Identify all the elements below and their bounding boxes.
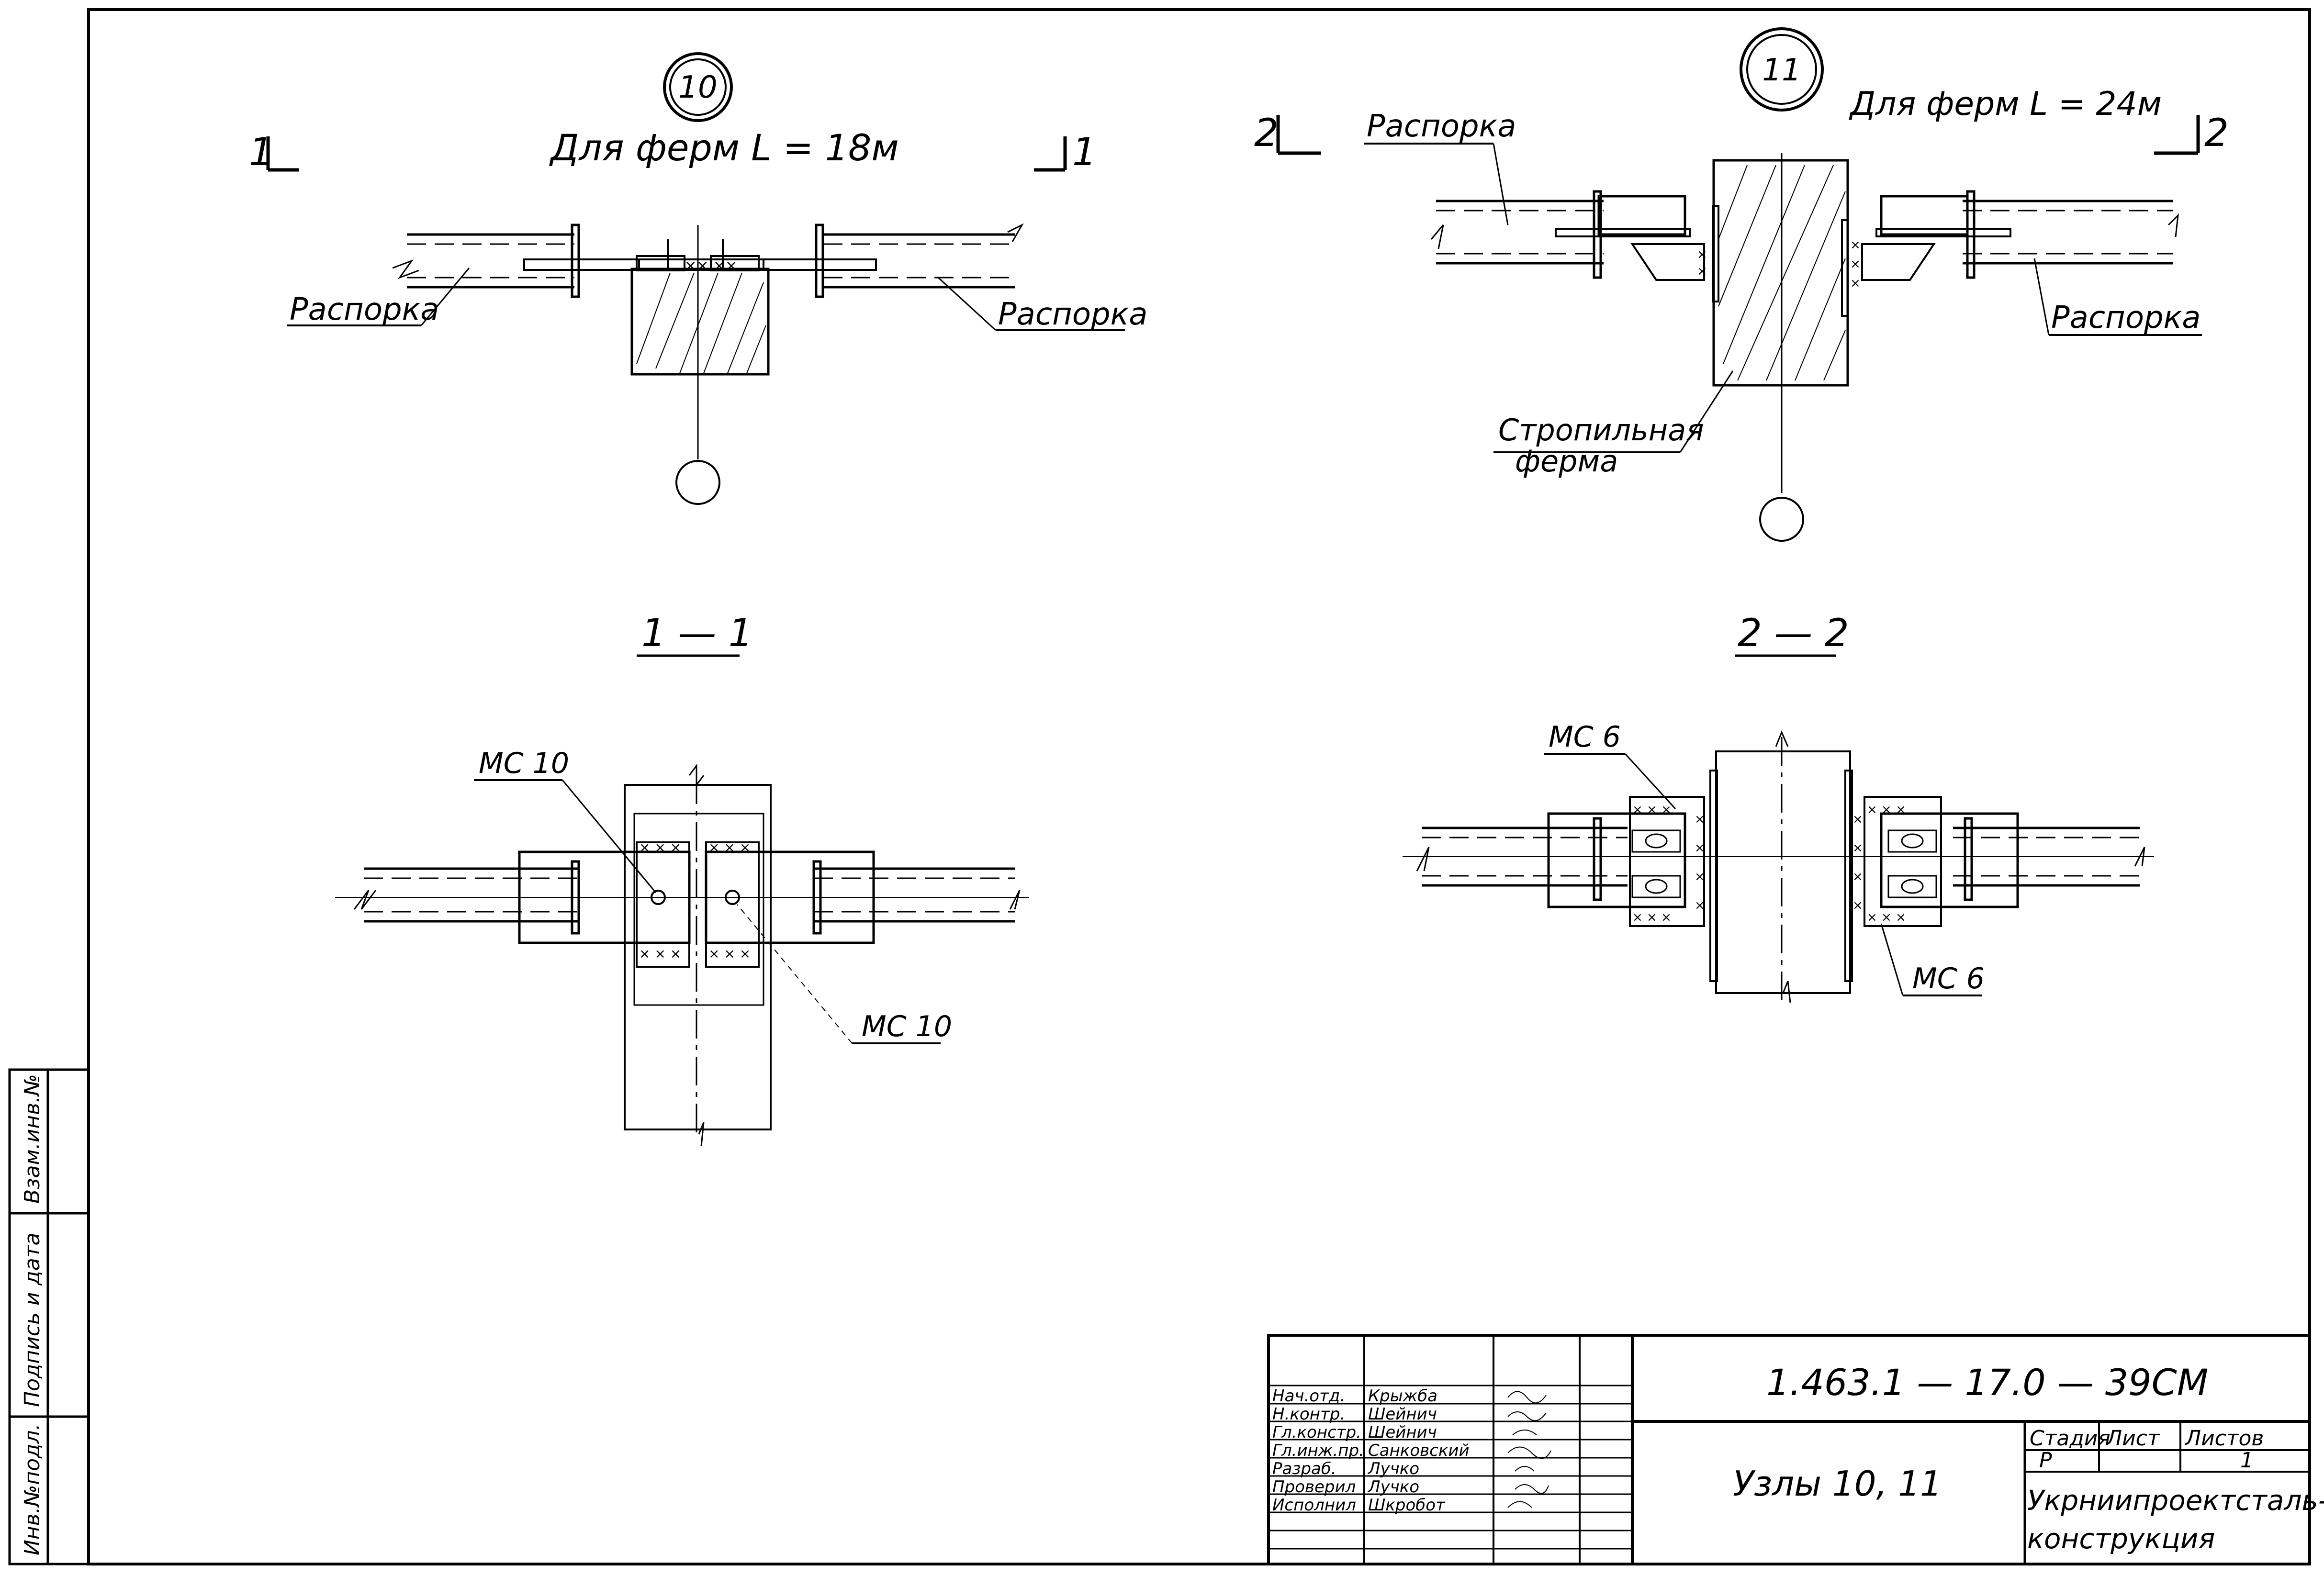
svg-text:× × ×: × × × [639,839,681,855]
section-1-1-title: 1 — 1 [641,611,753,655]
roles-0-role: Нач.отд. [1272,1386,1345,1406]
svg-text:×: × [1697,264,1707,279]
svg-text:×: × [1697,247,1707,262]
svg-text:×: × [1850,276,1861,291]
node-11-truss-label-line1: Стропильная [1498,413,1704,447]
section-2-2-plate-label-bottom: МС 6 [1912,962,1985,995]
node-10-strut-label-right: Распорка [998,297,1148,332]
organization-line2: конструкция [2027,1522,2215,1555]
side-stamp-replace: Взам.инв.№ [20,1074,45,1204]
node-10-elevation: 10 Для ферм L = 18м 1 1 [249,52,1148,505]
stage-value: Р [2039,1448,2052,1473]
svg-text:×: × [1850,238,1861,252]
roles-3-name: Санковский [1368,1441,1470,1460]
svg-text:× × ×: × × × [1867,803,1906,817]
roles-5-name: Лучко [1367,1477,1419,1497]
node-11-strut-label-right: Распорка [2051,300,2201,335]
roles-0-name: Крыжба [1368,1386,1437,1406]
node-10-strut-label-left: Распорка [290,292,439,327]
side-stamp-sign: Подпись и дата [20,1233,45,1407]
svg-text:××: ×× [685,257,708,274]
roles-6-role: Исполнил [1272,1496,1356,1515]
roles-2-name: Шейнич [1368,1423,1437,1442]
section-2-2: 2 — 2 × × × × × × × × × × × × × [1403,611,2154,1003]
sheet-frame [87,8,2311,1565]
node-11-section-mark-right: 2 [2204,111,2229,155]
svg-text:×: × [1695,841,1705,855]
svg-text:× × ×: × × × [1867,910,1906,925]
svg-text:×: × [1852,870,1863,884]
node-10-section-mark-right: 1 [1072,130,1097,174]
svg-text:××: ×× [713,257,737,274]
organization-line1: Укрниипроектсталь- [2027,1484,2324,1517]
side-stamp: Инв.№подл. Подпись и дата Взам.инв.№ [8,1068,90,1565]
sheets-value: 1 [2240,1448,2254,1473]
section-2-2-title: 2 — 2 [1738,611,1849,655]
node-11-elevation: 11 Для ферм L = 24м 2 2 × × × × × [1254,27,2229,542]
roles-5-role: Проверил [1272,1477,1356,1497]
section-2-2-plate-label-top: МС 6 [1549,720,1621,754]
section-1-1: 1 — 1 × × × × × × × × × × × × МС 10 [335,611,1029,1147]
roles-1-name: Шейнич [1368,1405,1437,1424]
svg-text:× × ×: × × × [708,839,751,855]
svg-text:× × ×: × × × [639,946,681,961]
sheets-header: Листов [2184,1426,2264,1451]
signature-marks [1507,1391,1551,1508]
svg-text:× × ×: × × × [1632,910,1672,925]
section-1-1-plate-label-bottom: МС 10 [862,1010,952,1043]
svg-text:×: × [1695,812,1705,827]
svg-text:×: × [1695,870,1705,884]
roles-3-role: Гл.инж.пр. [1272,1441,1364,1460]
roles-6-name: Шкробот [1368,1496,1446,1515]
roles-4-name: Лучко [1367,1459,1419,1478]
node-10-caption: Для ферм L = 18м [549,126,899,169]
sheet-title: Узлы 10, 11 [1733,1464,1942,1504]
document-code: 1.463.1 — 17.0 — 39СМ [1766,1361,2208,1404]
svg-text:× × ×: × × × [1632,803,1672,817]
node-11-section-mark-left: 2 [1254,111,1279,155]
svg-text:× × ×: × × × [708,946,751,961]
node-10-number: 10 [678,70,717,105]
node-11-marker [1740,27,1824,112]
svg-text:×: × [1852,812,1863,827]
node-11-strut-label-left: Распорка [1367,109,1516,144]
svg-text:×: × [1852,898,1863,913]
node-11-number: 11 [1762,53,1801,88]
side-stamp-inv: Инв.№подл. [20,1423,45,1555]
roles-4-role: Разраб. [1272,1459,1336,1478]
sheet-header: Лист [2105,1426,2160,1451]
roles-2-role: Гл.констр. [1272,1423,1361,1442]
node-10-marker [663,52,733,122]
node-11-caption: Для ферм L = 24м [1849,85,2162,123]
node-11-truss-label-line2: ферма [1515,444,1618,479]
svg-text:×: × [1852,841,1863,855]
roles-1-role: Н.контр. [1272,1405,1345,1424]
stage-header: Стадия [2030,1426,2111,1451]
svg-text:×: × [1695,898,1705,913]
svg-text:×: × [1850,257,1861,271]
section-1-1-plate-label-top: МС 10 [479,747,569,780]
title-block: Нач.отд. Крыжба Н.контр. Шейнич Гл.конст… [1267,1334,2324,1565]
